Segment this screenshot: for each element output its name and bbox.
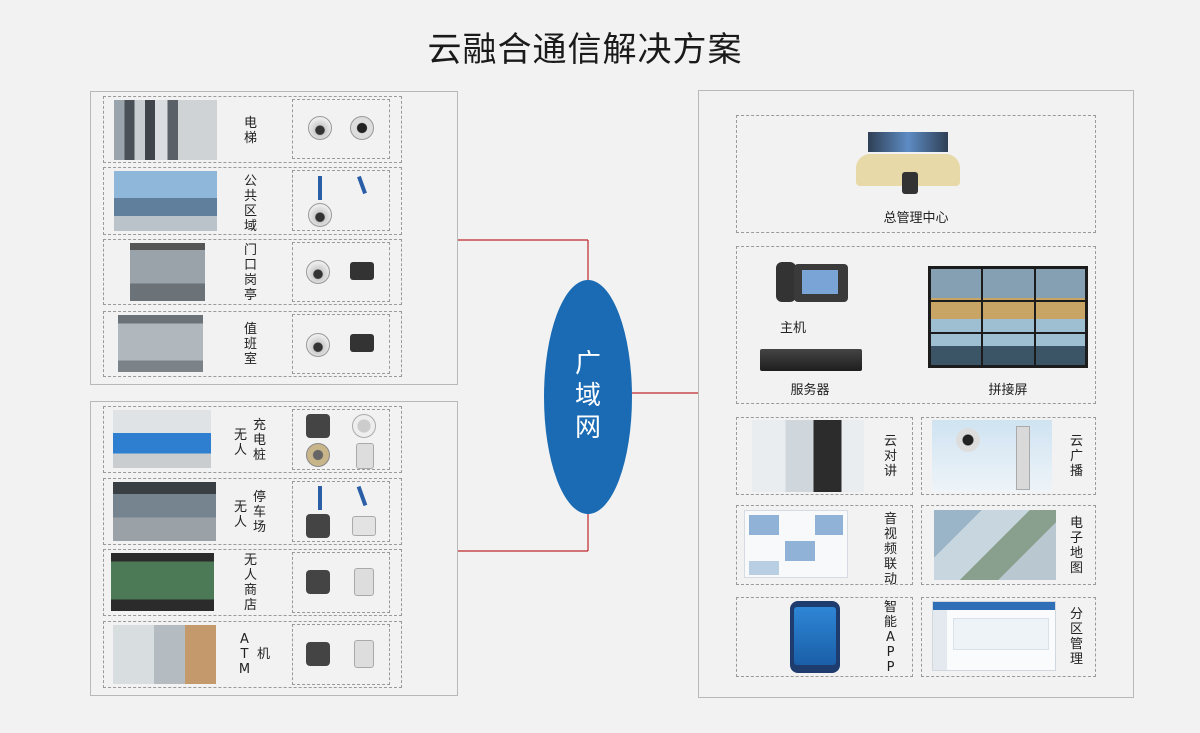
center-box [736, 115, 1096, 233]
device-box-charging-pile [292, 409, 390, 470]
server-image [760, 349, 862, 371]
dome-camera-icon [306, 260, 330, 284]
dome-camera-icon [306, 333, 330, 357]
tile-cloud-intercom [736, 417, 913, 495]
system-box [736, 246, 1096, 404]
dome-camera-icon [308, 203, 332, 227]
atm-photo [113, 625, 216, 684]
help-point-icon [356, 443, 374, 469]
device-box-store [292, 552, 390, 613]
row-parking [103, 478, 402, 545]
network-node: 广域网 [544, 280, 632, 514]
charging-pile-photo [113, 410, 211, 468]
speaker-icon [306, 443, 330, 467]
bullet-camera-icon [306, 514, 330, 538]
label-parking-col2: 停车场 [252, 490, 266, 535]
tile-av-linkage [736, 505, 913, 585]
row-public-area [103, 167, 402, 235]
label-e-map: 电子地图 [1069, 516, 1083, 576]
label-cloud-intercom: 云对讲 [883, 434, 897, 479]
cloud-intercom-image [752, 420, 864, 492]
tile-cloud-broadcast [921, 417, 1096, 495]
intercom-terminal-icon [350, 262, 374, 280]
tile-smart-app [736, 597, 913, 677]
video-wall-image [928, 266, 1088, 368]
row-atm [103, 621, 402, 688]
bullet-camera-icon [306, 414, 330, 438]
device-box-duty-room [292, 314, 390, 374]
duty-room-photo [118, 315, 203, 372]
smart-app-phone-image [790, 601, 840, 673]
device-box-public-area [292, 170, 390, 231]
gate-booth-photo [130, 243, 205, 301]
row-duty-room [103, 311, 402, 377]
store-photo [111, 553, 214, 611]
label-cloud-broadcast: 云广播 [1069, 434, 1083, 479]
label-charging-pile-col2: 充电桩 [252, 418, 266, 463]
bullet-camera-icon [306, 642, 330, 666]
control-desk-image [856, 132, 960, 194]
label-charging-pile-col1: 无人 [233, 428, 247, 458]
row-elevator [103, 96, 402, 163]
parking-photo [113, 482, 216, 541]
label-atm-col2: 机 [256, 647, 270, 662]
label-av-linkage: 音视频联动 [883, 512, 897, 587]
device-box-gate-booth [292, 242, 390, 302]
device-box-elevator [292, 99, 390, 159]
speaker-icon [352, 414, 376, 438]
page-title: 云融合通信解决方案 [427, 30, 743, 70]
ptz-camera-icon [350, 116, 374, 140]
cloud-broadcast-image [932, 420, 1052, 492]
label-smart-app: 智能APP [883, 600, 897, 675]
label-atm-col1: ATM [238, 632, 251, 677]
row-store [103, 549, 402, 616]
label-elevator: 电梯 [243, 116, 257, 146]
intercom-panel-icon [352, 516, 376, 536]
av-linkage-image [744, 510, 848, 578]
label-gate-booth: 门口岗亭 [243, 243, 257, 303]
help-point-icon [354, 568, 374, 596]
call-pole-icon [318, 486, 322, 510]
center-label: 总管理中心 [883, 211, 949, 226]
network-label: 广域网 [574, 349, 601, 443]
host-phone-image [776, 258, 850, 306]
intercom-terminal-icon [350, 334, 374, 352]
label-store: 无人商店 [243, 553, 257, 613]
device-box-parking [292, 481, 390, 542]
row-charging-pile [103, 406, 402, 473]
label-zone-management: 分区管理 [1069, 607, 1083, 667]
call-pole-icon [318, 176, 322, 200]
public-area-photo [114, 171, 217, 231]
e-map-image [934, 510, 1056, 580]
label-duty-room: 值班室 [243, 322, 257, 367]
zone-management-image [932, 601, 1056, 671]
label-public-area: 公共区域 [243, 174, 257, 234]
server-label: 服务器 [790, 383, 830, 398]
help-point-icon [354, 640, 374, 668]
elevator-photo [114, 100, 217, 160]
device-box-atm [292, 624, 390, 685]
tile-zone-management [921, 597, 1096, 677]
bullet-camera-icon [306, 570, 330, 594]
dome-camera-icon [308, 116, 332, 140]
screen-label: 拼接屏 [988, 383, 1028, 398]
host-label: 主机 [779, 321, 806, 336]
tile-e-map [921, 505, 1096, 585]
label-parking-col1: 无人 [233, 500, 247, 530]
row-gate-booth [103, 239, 402, 305]
